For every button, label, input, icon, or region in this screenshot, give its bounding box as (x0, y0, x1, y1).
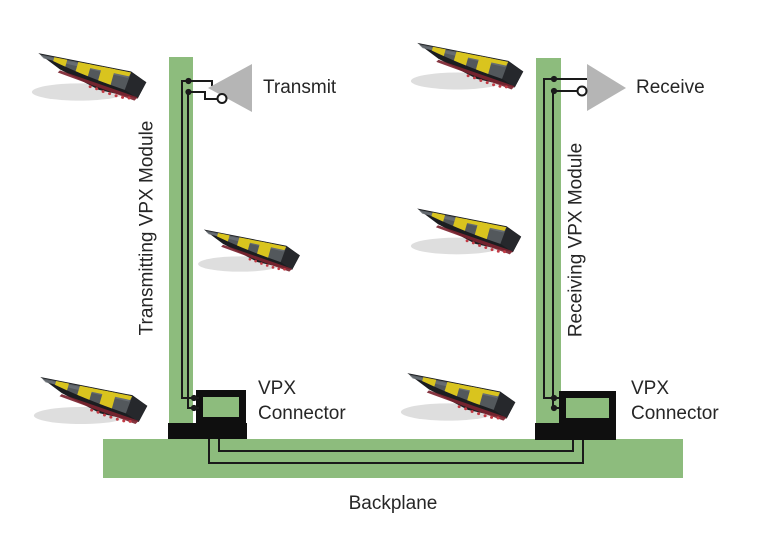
receive-label: Receive (636, 77, 705, 98)
receive-wire-junction-dots (550, 75, 558, 412)
speed-bump-middle-right (411, 209, 521, 255)
speed-bump-bottom-right (401, 373, 515, 421)
right-vpx-connector-label: VPX Connector (631, 378, 719, 424)
transmit-wire-junction-dots (185, 77, 198, 412)
transmit-driver-triangle (208, 64, 252, 112)
receiving-module-board (536, 58, 561, 424)
transmit-inversion-bubble-icon (216, 93, 228, 104)
speed-bump-bottom-left (34, 377, 147, 424)
backplane-label: Backplane (348, 493, 438, 514)
speed-bump-top-right (411, 43, 523, 90)
transmit-signal-wires (181, 80, 218, 409)
left-vpx-connector-label: VPX Connector (258, 378, 346, 424)
receive-inversion-bubble-icon (576, 85, 588, 97)
receiving-module-label: Receiving VPX Module (565, 142, 587, 338)
transmit-label: Transmit (263, 77, 337, 98)
backplane-traces (208, 437, 584, 464)
speed-bump-middle-left (198, 229, 300, 271)
right-vpx-connector (535, 391, 616, 440)
speed-bump-top-left (32, 53, 146, 101)
receive-amplifier-triangle (587, 64, 626, 111)
transmitting-module-label: Transmitting VPX Module (136, 120, 158, 336)
backplane-board (103, 439, 683, 478)
left-vpx-connector (168, 390, 247, 439)
